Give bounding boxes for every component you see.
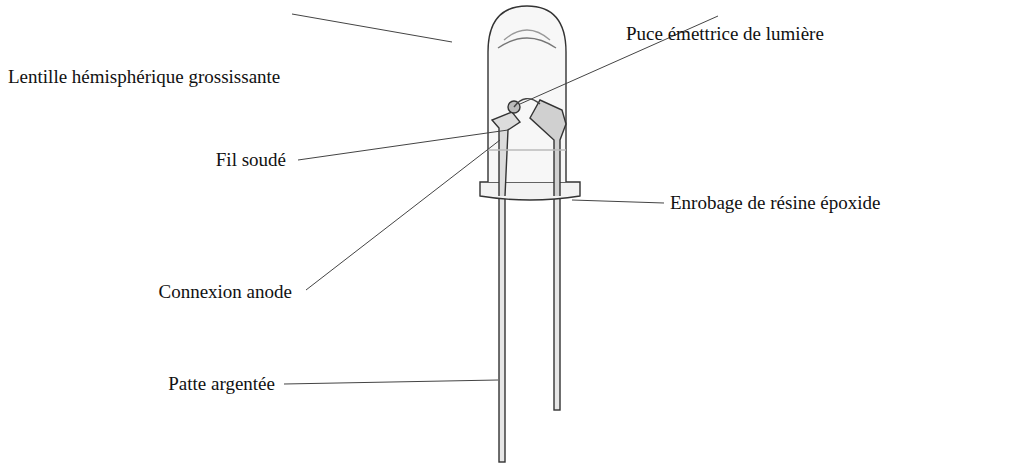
part-label: Puce émettrice de lumière bbox=[626, 23, 824, 46]
led-body bbox=[480, 6, 580, 462]
part-label: Enrobage de résine époxide bbox=[670, 192, 881, 215]
part-label: Fil soudé bbox=[216, 149, 286, 172]
part-label: Connexion anode bbox=[158, 281, 292, 304]
part-label: Lentille hémisphérique grossissante bbox=[8, 66, 280, 89]
leader-lines bbox=[284, 14, 718, 384]
part-label: Patte argentée bbox=[168, 373, 275, 396]
